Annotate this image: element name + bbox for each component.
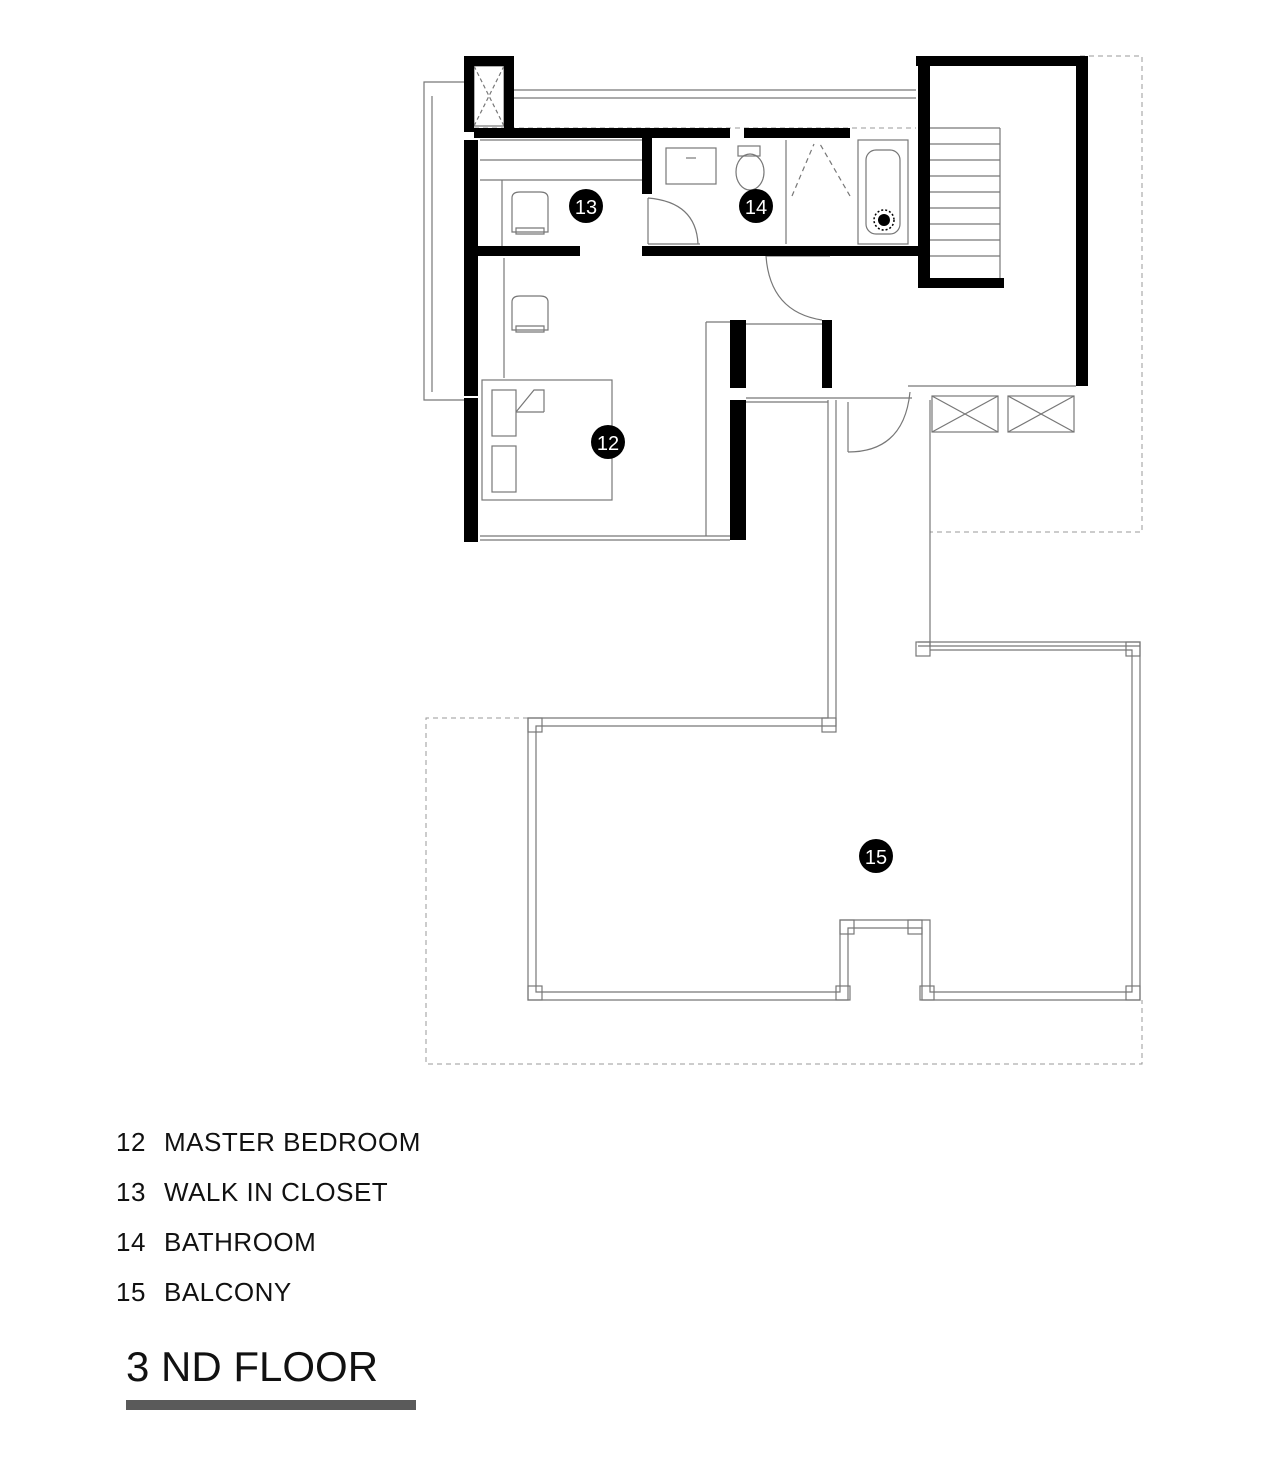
legend-number: 12 xyxy=(116,1127,146,1157)
legend-label: MASTER BEDROOM xyxy=(164,1127,421,1157)
legend-number: 13 xyxy=(116,1177,146,1207)
floor-plan: 13 14 12 15 xyxy=(423,55,1143,1065)
room-marker-13-label: 13 xyxy=(575,197,597,219)
roof-outline xyxy=(425,55,1143,1065)
legend-label: WALK IN CLOSET xyxy=(164,1177,389,1207)
room-marker-15-label: 15 xyxy=(865,847,887,869)
room-marker-15: 15 xyxy=(859,839,893,873)
legend-label: BATHROOM xyxy=(164,1227,317,1257)
floor-title: 3 ND FLOOR xyxy=(126,1343,379,1390)
legend-label: BALCONY xyxy=(164,1277,292,1307)
room-marker-12-label: 12 xyxy=(597,433,619,455)
room-marker-13: 13 xyxy=(569,189,603,223)
thin-lines xyxy=(423,65,1141,1001)
room-marker-14: 14 xyxy=(739,189,773,223)
walls xyxy=(464,56,1088,542)
legend-number: 15 xyxy=(116,1277,146,1307)
bathtub-drain xyxy=(873,209,895,231)
legend-number: 14 xyxy=(116,1227,146,1257)
room-marker-12: 12 xyxy=(591,425,625,459)
room-marker-14-label: 14 xyxy=(745,197,767,219)
title-underline xyxy=(126,1400,416,1410)
